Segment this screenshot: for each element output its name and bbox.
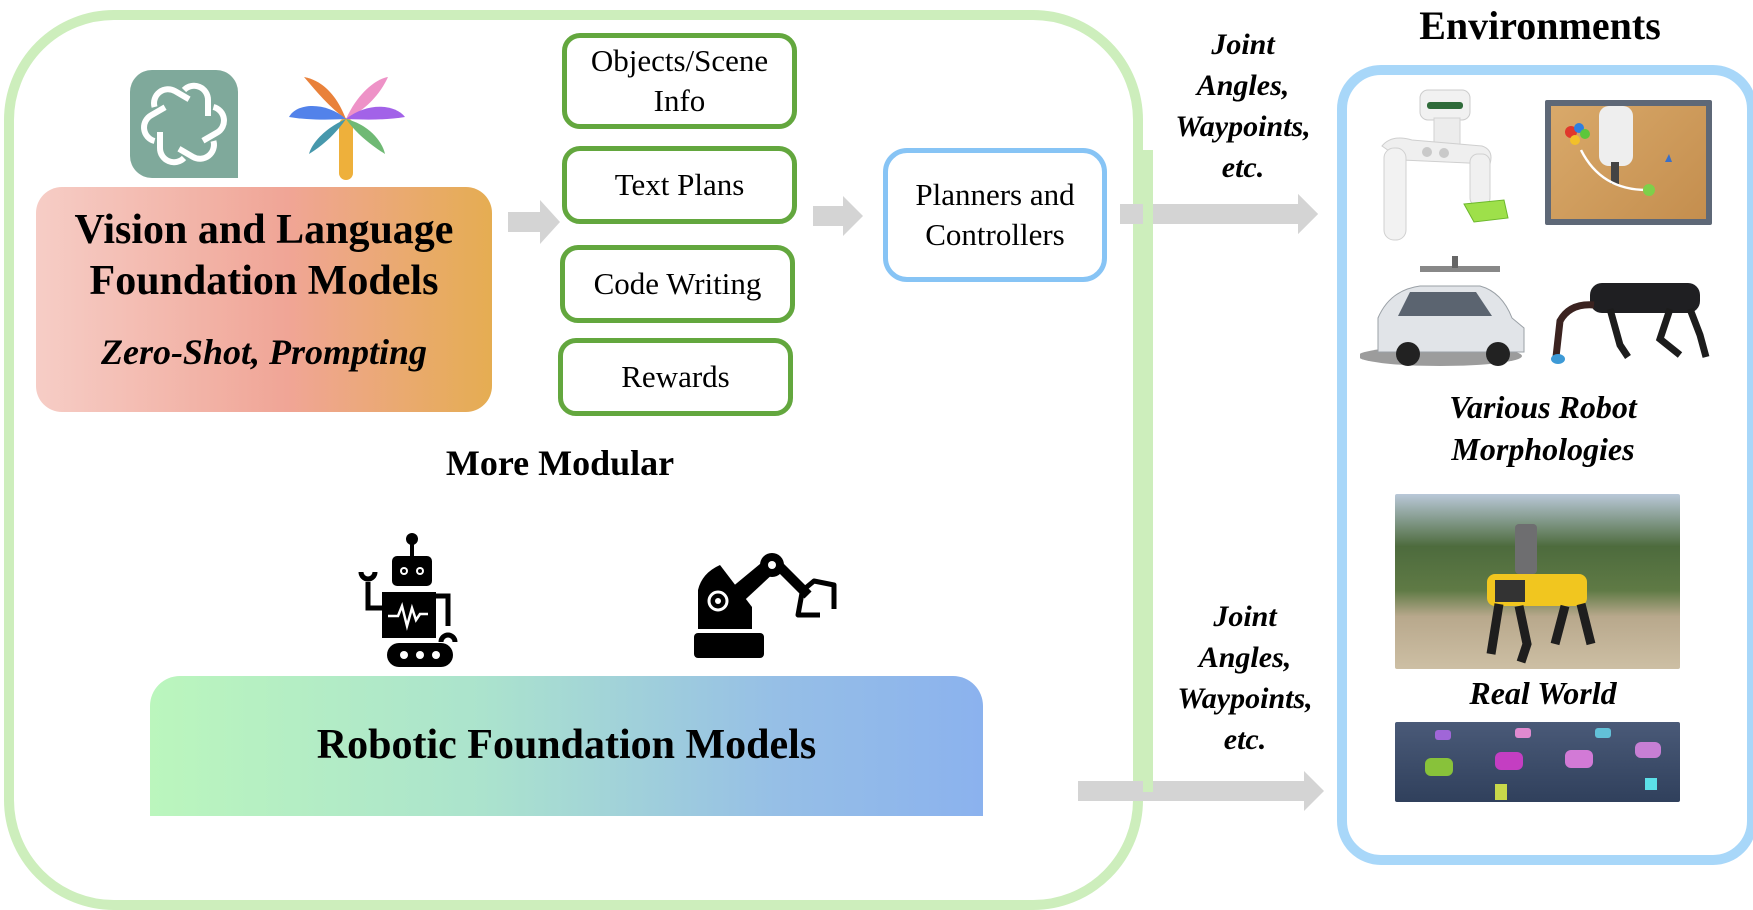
output-label: Rewards bbox=[621, 359, 730, 394]
arrow-label-line: Waypoints, bbox=[1177, 682, 1313, 715]
output-label: Objects/Scene bbox=[590, 43, 769, 78]
mobile-manipulator-robot-image bbox=[1372, 88, 1512, 246]
industrial-robot-arm-icon bbox=[694, 553, 837, 658]
gemini-palm-logo-icon bbox=[287, 72, 407, 182]
tabletop-blocks-arm-image bbox=[1545, 100, 1712, 225]
output-box-rewards: Rewards bbox=[558, 338, 793, 416]
robotic-foundation-models-box: Robotic Foundation Models bbox=[150, 676, 983, 816]
arrow-to-environments-bottom-icon bbox=[1078, 771, 1324, 811]
simulated-objects-image bbox=[1395, 722, 1680, 802]
output-box-code-writing: Code Writing bbox=[560, 245, 795, 323]
morph-label-line1: Various Robot bbox=[1449, 389, 1637, 425]
arrow-label-line: Joint bbox=[1211, 28, 1275, 61]
arrow-to-outputs-icon bbox=[508, 200, 560, 244]
top-arrow-label: Joint Angles, Waypoints, etc. bbox=[1158, 24, 1328, 188]
vlfm-subtitle: Zero-Shot, Prompting bbox=[100, 332, 428, 372]
arrow-label-line: Angles, bbox=[1196, 69, 1290, 102]
morphologies-label: Various Robot Morphologies bbox=[1378, 386, 1708, 470]
quadruped-robot-image bbox=[1550, 275, 1710, 367]
autonomous-car-image bbox=[1358, 256, 1540, 370]
arrow-label-line: etc. bbox=[1221, 151, 1265, 184]
output-label: Info bbox=[653, 83, 706, 118]
output-label: Text Plans bbox=[614, 167, 745, 202]
spot-robot-outdoor-image bbox=[1395, 494, 1680, 669]
vision-language-foundation-models-box: Vision and Language Foundation Models Ze… bbox=[36, 187, 492, 412]
planners-label-line1: Planners and bbox=[915, 177, 1075, 212]
mobile-robot-icon bbox=[358, 533, 458, 667]
arrow-to-planners-icon bbox=[813, 196, 863, 236]
morph-label-line2: Morphologies bbox=[1451, 431, 1635, 467]
arrow-label-line: Joint bbox=[1213, 600, 1277, 633]
environments-title: Environments bbox=[1419, 3, 1661, 48]
container-right-edge bbox=[1143, 150, 1153, 792]
vlfm-title-line2: Foundation Models bbox=[89, 258, 439, 304]
vlfm-title-line1: Vision and Language bbox=[74, 207, 454, 253]
planners-label-line2: Controllers bbox=[925, 217, 1065, 252]
chatgpt-logo-icon bbox=[130, 70, 238, 178]
arrow-label-line: Waypoints, bbox=[1175, 110, 1311, 143]
arrow-label-line: etc. bbox=[1223, 723, 1267, 756]
output-box-text-plans: Text Plans bbox=[562, 146, 797, 224]
real-world-label: Real World bbox=[1469, 675, 1617, 711]
more-modular-label: More Modular bbox=[445, 443, 675, 483]
output-label: Code Writing bbox=[593, 266, 762, 301]
bottom-arrow-label: Joint Angles, Waypoints, etc. bbox=[1160, 596, 1330, 760]
arrow-label-line: Angles, bbox=[1198, 641, 1292, 674]
arrow-to-environments-top-head-icon bbox=[1153, 194, 1318, 234]
rfm-title: Robotic Foundation Models bbox=[316, 722, 817, 768]
